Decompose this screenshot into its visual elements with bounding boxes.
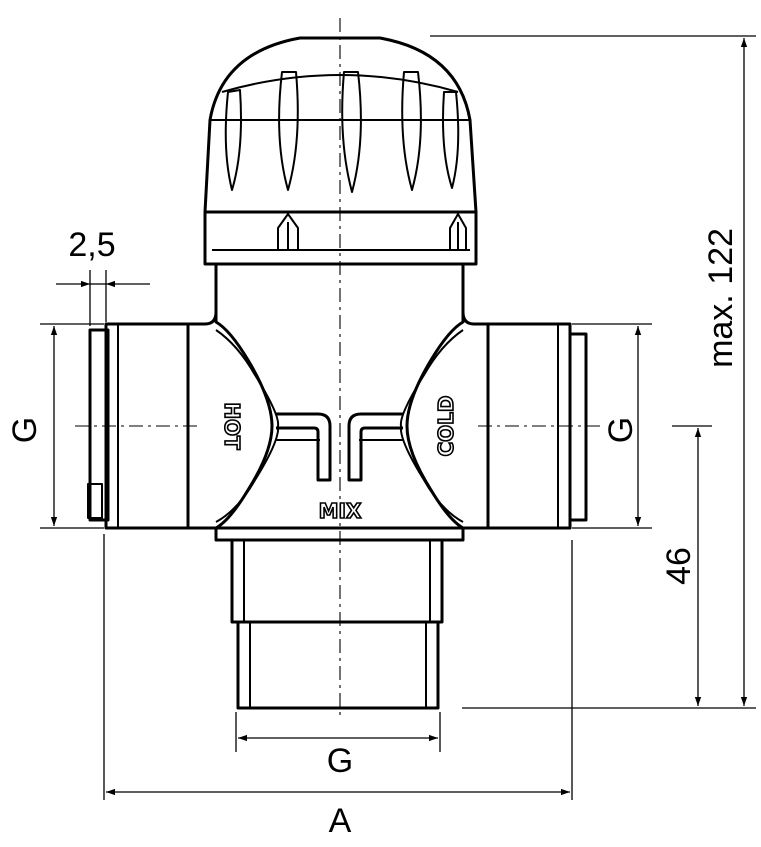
knob-grip-ribs bbox=[224, 71, 460, 193]
hot-label: HOT bbox=[220, 402, 244, 450]
total-height-value: max. 122 bbox=[702, 228, 740, 368]
outlet-height-value: 46 bbox=[660, 547, 698, 585]
wall-thickness-dimension bbox=[56, 270, 150, 326]
bottom-thread-dimension bbox=[235, 712, 441, 752]
overall-width-label: A bbox=[329, 802, 352, 840]
overall-width-dimension bbox=[103, 534, 573, 800]
right-thread-dimension bbox=[572, 323, 652, 529]
mix-outlet-thread bbox=[230, 538, 444, 710]
outlet-height-dimension bbox=[672, 425, 712, 706]
cold-label: COLD bbox=[434, 395, 458, 456]
bottom-thread-size: G bbox=[327, 742, 353, 780]
adjustment-knob bbox=[203, 36, 478, 266]
left-thread-size: G bbox=[6, 417, 44, 443]
flow-channel-symbol bbox=[276, 412, 403, 482]
right-thread-size: G bbox=[602, 417, 640, 443]
total-height-dimension bbox=[430, 35, 756, 709]
mix-label: MIX bbox=[319, 499, 362, 523]
center-lines bbox=[75, 18, 600, 718]
wall-thickness-value: 2,5 bbox=[68, 226, 115, 264]
left-thread-dimension bbox=[40, 323, 104, 529]
